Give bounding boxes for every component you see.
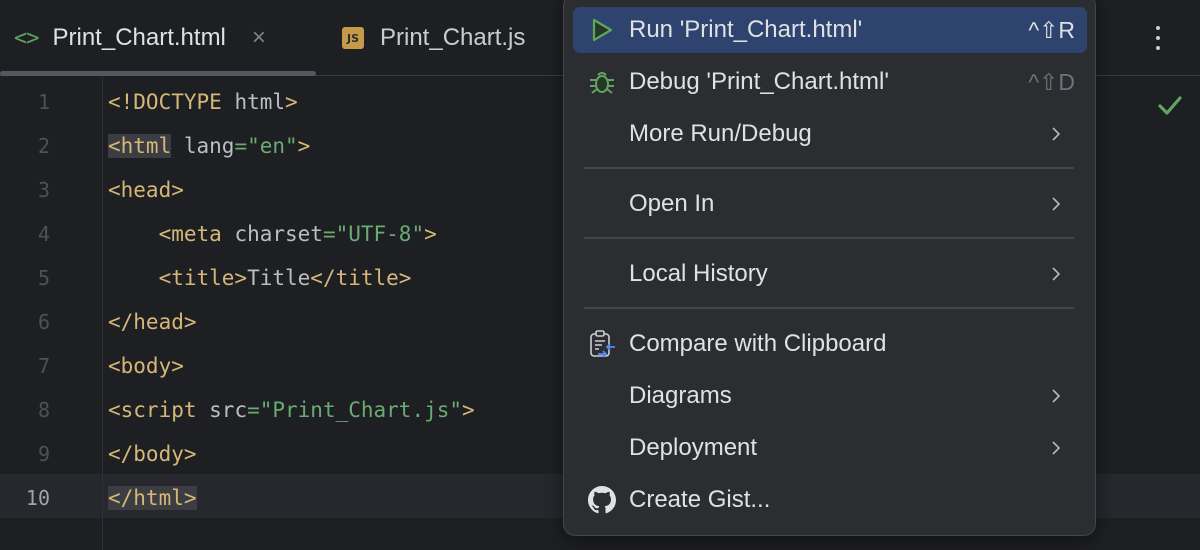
line-number: 3 [37,178,50,202]
run-context-menu: Run 'Print_Chart.html' ^⇧R Debug 'Print_… [563,0,1096,536]
menu-item-debug[interactable]: Debug 'Print_Chart.html' ^⇧D [573,59,1087,105]
line-number: 4 [37,222,50,246]
menu-item-compare-clipboard[interactable]: Compare with Clipboard [573,321,1087,367]
menu-item-open-in[interactable]: Open In [573,181,1087,227]
menu-item-more-run-debug[interactable]: More Run/Debug [573,111,1087,157]
close-tab-icon[interactable]: × [251,24,266,51]
line-number-gutter: 1 2 3 4 5 6 7 8 9 10 [0,77,103,550]
code-line-3: <head> [108,178,184,202]
menu-separator [584,237,1074,239]
line-number: 9 [37,442,50,466]
shortcut-label: ^⇧R [1028,16,1075,43]
code-line-1: <!DOCTYPE html> [108,90,298,114]
tab-print-chart-js[interactable]: JS Print_Chart.js [342,0,525,76]
code-line-4: <meta charset="UTF-8"> [108,222,437,246]
line-number-current: 10 [25,486,50,510]
chevron-right-icon [1052,389,1061,403]
compare-clipboard-icon [587,329,617,359]
line-number: 1 [37,90,50,114]
chevron-right-icon [1052,441,1061,455]
inspection-ok-check-icon[interactable] [1157,92,1183,118]
menu-item-run[interactable]: Run 'Print_Chart.html' ^⇧R [573,7,1087,53]
menu-item-diagrams[interactable]: Diagrams [573,373,1087,419]
line-number: 2 [37,134,50,158]
chevron-right-icon [1052,127,1061,141]
run-icon [587,15,617,45]
code-line-8: <script src="Print_Chart.js"> [108,398,475,422]
chevron-right-icon [1052,197,1061,211]
menu-separator [584,167,1074,169]
tab-label: Print_Chart.html [52,24,226,51]
code-line-6: </head> [108,310,197,334]
more-options-icon[interactable] [1148,20,1168,56]
menu-item-create-gist[interactable]: Create Gist... [573,477,1087,523]
line-number: 7 [37,354,50,378]
menu-item-deployment[interactable]: Deployment [573,425,1087,471]
code-line-7: <body> [108,354,184,378]
tab-label: Print_Chart.js [380,24,526,51]
line-number: 5 [37,266,50,290]
line-number: 8 [37,398,50,422]
code-line-10: </html> [108,486,197,510]
line-number: 6 [37,310,50,334]
tab-print-chart-html[interactable]: <> Print_Chart.html × [14,0,266,76]
tab-scrollbar[interactable] [0,71,316,76]
github-icon [587,485,617,515]
chevron-right-icon [1052,267,1061,281]
js-file-icon: JS [342,27,364,49]
code-line-9: </body> [108,442,197,466]
html-file-icon: <> [14,25,39,51]
code-line-5: <title>Title</title> [108,266,412,290]
menu-separator [584,307,1074,309]
code-line-2: <html lang="en"> [108,134,311,158]
shortcut-label: ^⇧D [1028,68,1075,95]
menu-item-local-history[interactable]: Local History [573,251,1087,297]
debug-bug-icon [587,67,617,97]
